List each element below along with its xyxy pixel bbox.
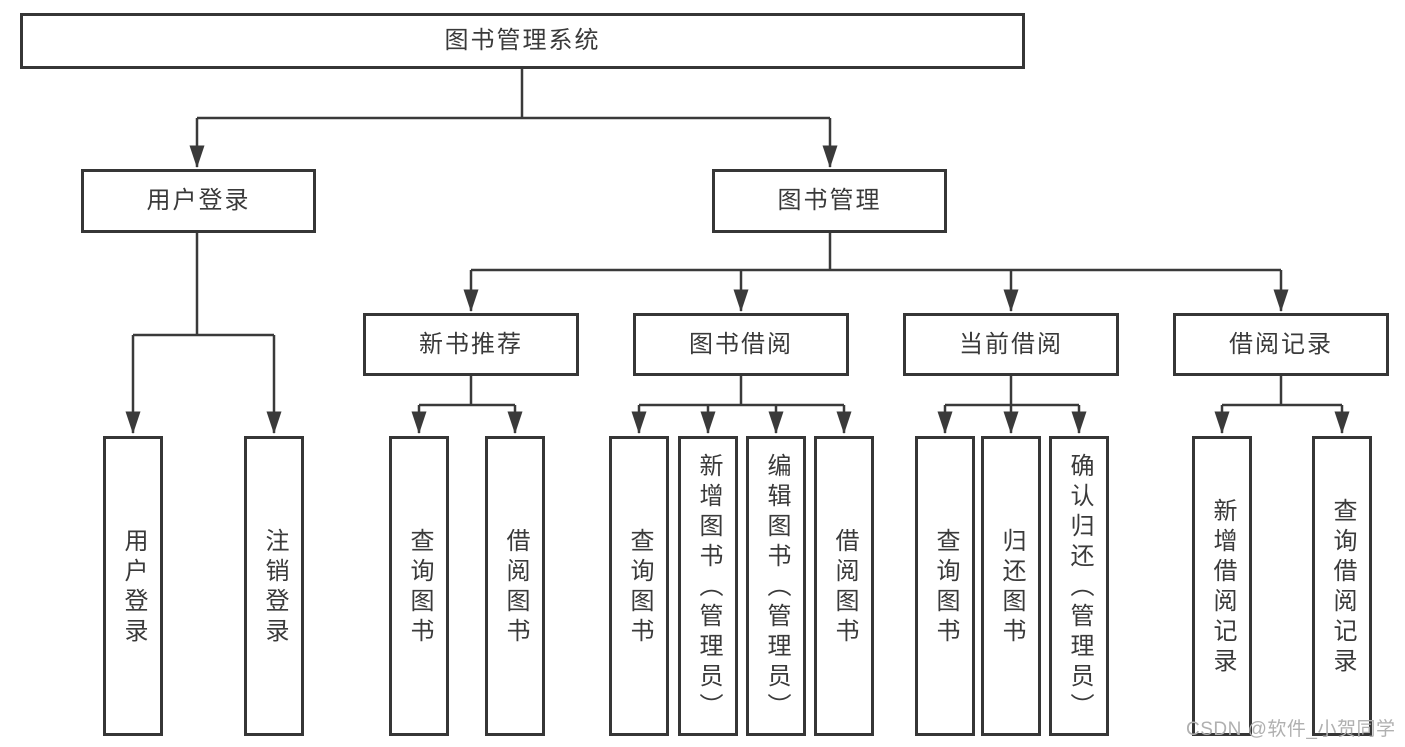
- leaf-logout: 注销登录: [244, 436, 304, 736]
- leaf-user-login: 用户登录: [103, 436, 163, 736]
- node-root-system: 图书管理系统: [20, 13, 1025, 69]
- node-borrowing-records: 借阅记录: [1173, 313, 1389, 376]
- node-current-borrowing: 当前借阅: [903, 313, 1119, 376]
- leaf-recommend-borrow-books: 借阅图书: [485, 436, 545, 736]
- leaf-edit-books-admin: 编辑图书（管理员）: [746, 436, 806, 736]
- node-book-borrowing: 图书借阅: [633, 313, 849, 376]
- leaf-add-books-admin: 新增图书（管理员）: [678, 436, 738, 736]
- leaf-borrowing-borrow-books: 借阅图书: [814, 436, 874, 736]
- node-book-management: 图书管理: [712, 169, 947, 233]
- node-user-login: 用户登录: [81, 169, 316, 233]
- leaf-confirm-return-admin: 确认归还（管理员）: [1049, 436, 1109, 736]
- csdn-watermark: CSDN @软件_小贺同学: [1186, 719, 1396, 740]
- node-new-book-recommend: 新书推荐: [363, 313, 579, 376]
- leaf-return-books: 归还图书: [981, 436, 1041, 736]
- leaf-query-borrow-record: 查询借阅记录: [1312, 436, 1372, 736]
- leaf-borrowing-query-books: 查询图书: [609, 436, 669, 736]
- leaf-add-borrow-record: 新增借阅记录: [1192, 436, 1252, 736]
- leaf-current-query-books: 查询图书: [915, 436, 975, 736]
- leaf-recommend-query-books: 查询图书: [389, 436, 449, 736]
